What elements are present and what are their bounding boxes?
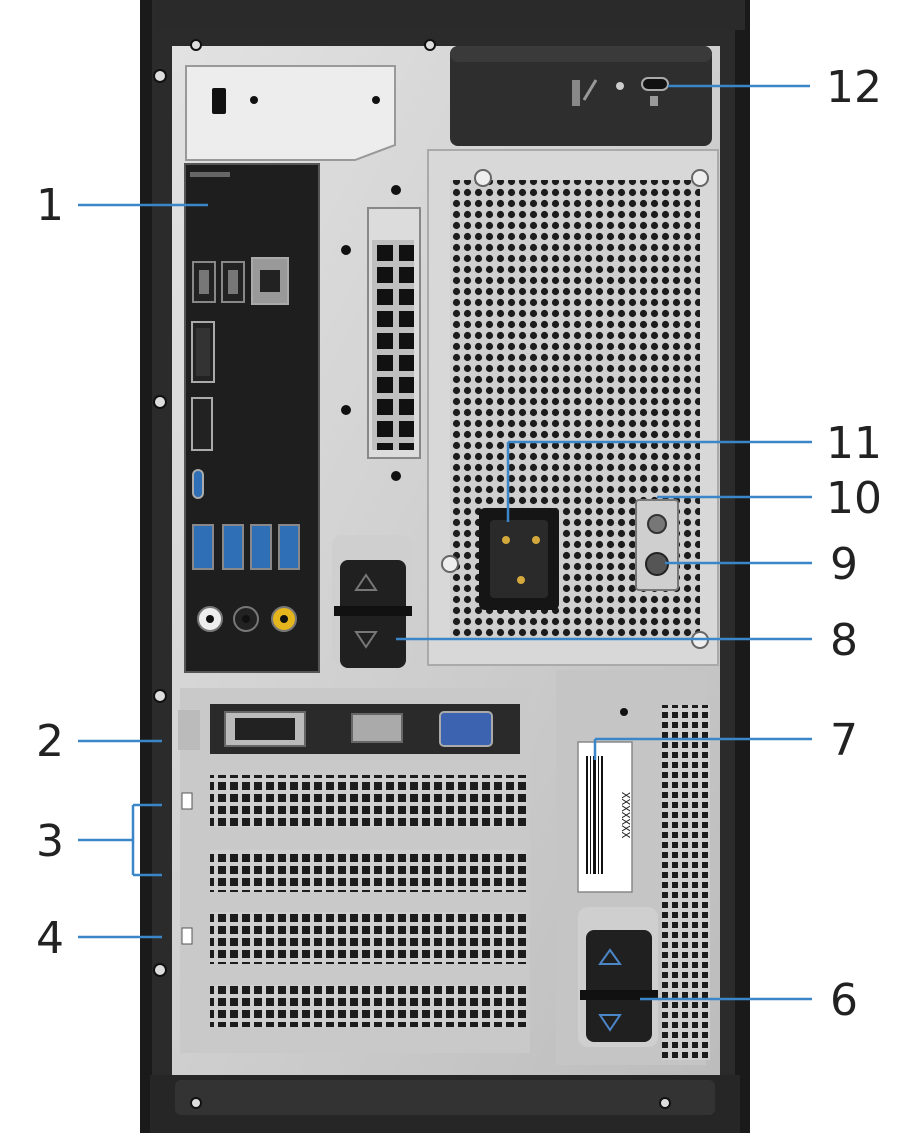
callout-label-11: 11 (826, 418, 882, 469)
top-latch-plate (185, 65, 396, 161)
callout-label-3: 3 (36, 816, 64, 867)
rear-io-panel (184, 163, 320, 673)
upper-vent-slot (341, 185, 421, 481)
service-tag-label: XXXXXXX (577, 741, 633, 893)
power-supply-release-latch (332, 535, 412, 668)
side-panel-release-latch (578, 907, 658, 1047)
callout-labels: 1 2 3 4 6 7 8 9 10 11 12 (36, 62, 882, 1026)
expansion-card-slots (178, 688, 530, 1053)
callout-line-11 (506, 440, 812, 522)
callout-label-8: 8 (830, 615, 858, 666)
service-tag-text: XXXXXXX (619, 792, 632, 839)
callout-label-10: 10 (826, 473, 882, 524)
callout-label-12: 12 (826, 62, 882, 113)
callout-lines (78, 84, 812, 1001)
callout-line-7 (593, 737, 812, 760)
callout-label-2: 2 (36, 716, 64, 767)
frame-screws (153, 39, 671, 1109)
padlock-ring-and-security-slot (450, 46, 712, 146)
callout-label-7: 7 (830, 715, 858, 766)
power-supply-unit (427, 149, 719, 666)
callout-label-6: 6 (830, 975, 858, 1026)
callout-label-9: 9 (830, 539, 858, 590)
callout-label-4: 4 (36, 913, 64, 964)
callout-label-1: 1 (36, 180, 64, 231)
callout-bracket-3 (78, 803, 162, 877)
